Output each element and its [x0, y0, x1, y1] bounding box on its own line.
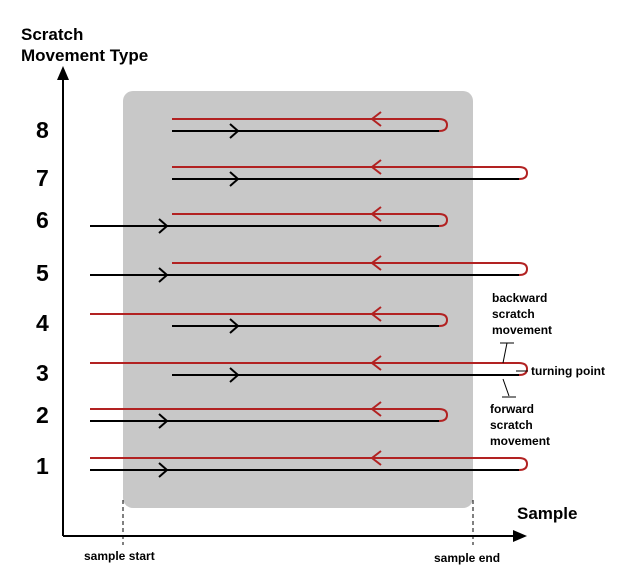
x-axis-title: Sample [517, 504, 577, 523]
turning-point-curve [518, 166, 529, 180]
forward-annotation-line2: scratch [490, 418, 533, 432]
turning-point-curve [518, 362, 529, 376]
turning-point-curve [438, 408, 449, 422]
row-label: 2 [36, 402, 49, 428]
row-label: 8 [36, 117, 49, 143]
forward-arrowhead [158, 413, 169, 429]
x-axis-arrowhead [513, 530, 527, 542]
backward-bracket-line [502, 342, 508, 364]
sample-region [123, 91, 473, 508]
forward-arrowhead [158, 462, 169, 478]
movement-rows: 8 7 6 5 4 3 2 1 [36, 111, 529, 479]
sample-start-label: sample start [84, 549, 155, 563]
y-axis-title-line1: Scratch [21, 25, 83, 44]
row-label: 3 [36, 360, 49, 386]
turning-point-curve [518, 457, 529, 471]
turning-point-curve [438, 313, 449, 327]
forward-arrowhead [229, 367, 240, 383]
backward-arrowhead [370, 450, 382, 466]
sample-end-label: sample end [434, 551, 500, 565]
y-axis-title-line2: Movement Type [21, 46, 148, 65]
forward-annotation-line1: forward [490, 402, 534, 416]
backward-arrowhead [370, 355, 382, 371]
y-axis-arrowhead [57, 66, 69, 80]
annotation-group: backward scratch movement turning point … [490, 291, 605, 448]
row-label: 5 [36, 260, 49, 286]
backward-annotation-line2: scratch [492, 307, 535, 321]
forward-arrowhead [229, 123, 240, 139]
row-label: 1 [36, 453, 49, 479]
backward-arrowhead [370, 111, 382, 127]
turning-point-curve [438, 118, 449, 132]
turning-point-curve [518, 262, 529, 276]
turning-point-annotation: turning point [531, 364, 605, 378]
turning-point-curve [438, 213, 449, 227]
forward-bracket-line [502, 378, 510, 397]
backward-arrowhead [370, 206, 382, 222]
forward-arrowhead [158, 218, 169, 234]
row-label: 6 [36, 207, 49, 233]
row-label: 7 [36, 165, 49, 191]
forward-arrowhead [229, 318, 240, 334]
backward-arrowhead [370, 306, 382, 322]
backward-arrowhead [370, 159, 382, 175]
backward-annotation-line1: backward [492, 291, 547, 305]
forward-annotation-line3: movement [490, 434, 550, 448]
forward-arrowhead [158, 267, 169, 283]
backward-arrowhead [370, 401, 382, 417]
forward-arrowhead [229, 171, 240, 187]
row-label: 4 [36, 310, 49, 336]
backward-arrowhead [370, 255, 382, 271]
backward-annotation-line3: movement [492, 323, 552, 337]
